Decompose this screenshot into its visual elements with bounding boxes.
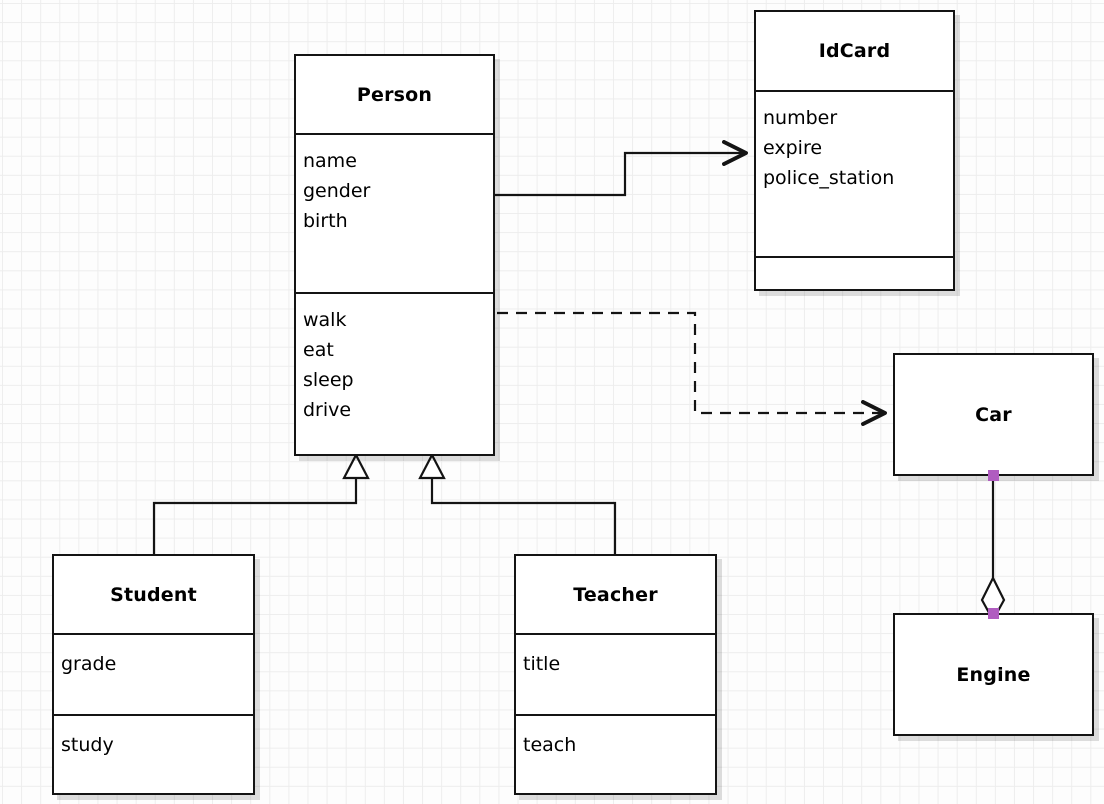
class-name-teacher: Teacher bbox=[573, 583, 658, 606]
operation-item: sleep bbox=[303, 369, 354, 391]
class-name-person: Person bbox=[356, 83, 433, 106]
attribute-item: title bbox=[523, 653, 561, 675]
uml-class-person[interactable]: Person name gender birth walk eat sleep … bbox=[294, 54, 495, 456]
operations-compartment-idcard bbox=[756, 256, 953, 289]
hollow-triangle-icon bbox=[418, 452, 446, 480]
edge-student-person[interactable] bbox=[152, 452, 370, 555]
operations-compartment-person: walk eat sleep drive bbox=[296, 292, 493, 454]
uml-class-car[interactable]: Car bbox=[893, 353, 1094, 476]
hollow-triangle-icon bbox=[342, 452, 370, 480]
class-name-student: Student bbox=[110, 583, 197, 606]
edge-car-engine[interactable] bbox=[980, 476, 1006, 623]
attributes-compartment-student: grade bbox=[54, 633, 253, 714]
attribute-item: expire bbox=[763, 137, 823, 159]
attributes-compartment-idcard: number expire police_station bbox=[756, 90, 953, 256]
operations-compartment-student: study bbox=[54, 714, 253, 793]
attribute-item: police_station bbox=[763, 167, 895, 189]
operation-item: eat bbox=[303, 339, 334, 361]
uml-class-engine[interactable]: Engine bbox=[893, 613, 1094, 736]
attributes-compartment-teacher: title bbox=[516, 633, 715, 714]
attribute-item: birth bbox=[303, 210, 348, 232]
operation-item: teach bbox=[523, 734, 577, 756]
attribute-item: name bbox=[303, 150, 357, 172]
operation-item: walk bbox=[303, 309, 347, 331]
uml-class-idcard[interactable]: IdCard number expire police_station bbox=[754, 10, 955, 291]
edge-teacher-person[interactable] bbox=[418, 452, 617, 555]
class-name-car: Car bbox=[975, 403, 1012, 426]
uml-class-student[interactable]: Student grade study bbox=[52, 554, 255, 795]
attributes-compartment-person: name gender birth bbox=[296, 133, 493, 292]
class-name-engine: Engine bbox=[956, 663, 1031, 686]
operations-compartment-teacher: teach bbox=[516, 714, 715, 793]
attribute-item: number bbox=[763, 107, 838, 129]
operation-item: study bbox=[61, 734, 114, 756]
class-name-idcard: IdCard bbox=[818, 40, 891, 62]
attribute-item: grade bbox=[61, 653, 117, 675]
attribute-item: gender bbox=[303, 180, 371, 202]
connector-handle-car[interactable] bbox=[988, 470, 999, 481]
operation-item: drive bbox=[303, 399, 352, 421]
edge-person-idcard[interactable] bbox=[495, 140, 748, 197]
connector-handle-engine[interactable] bbox=[988, 608, 999, 619]
uml-class-teacher[interactable]: Teacher title teach bbox=[514, 554, 717, 795]
edge-person-car[interactable] bbox=[497, 311, 887, 426]
